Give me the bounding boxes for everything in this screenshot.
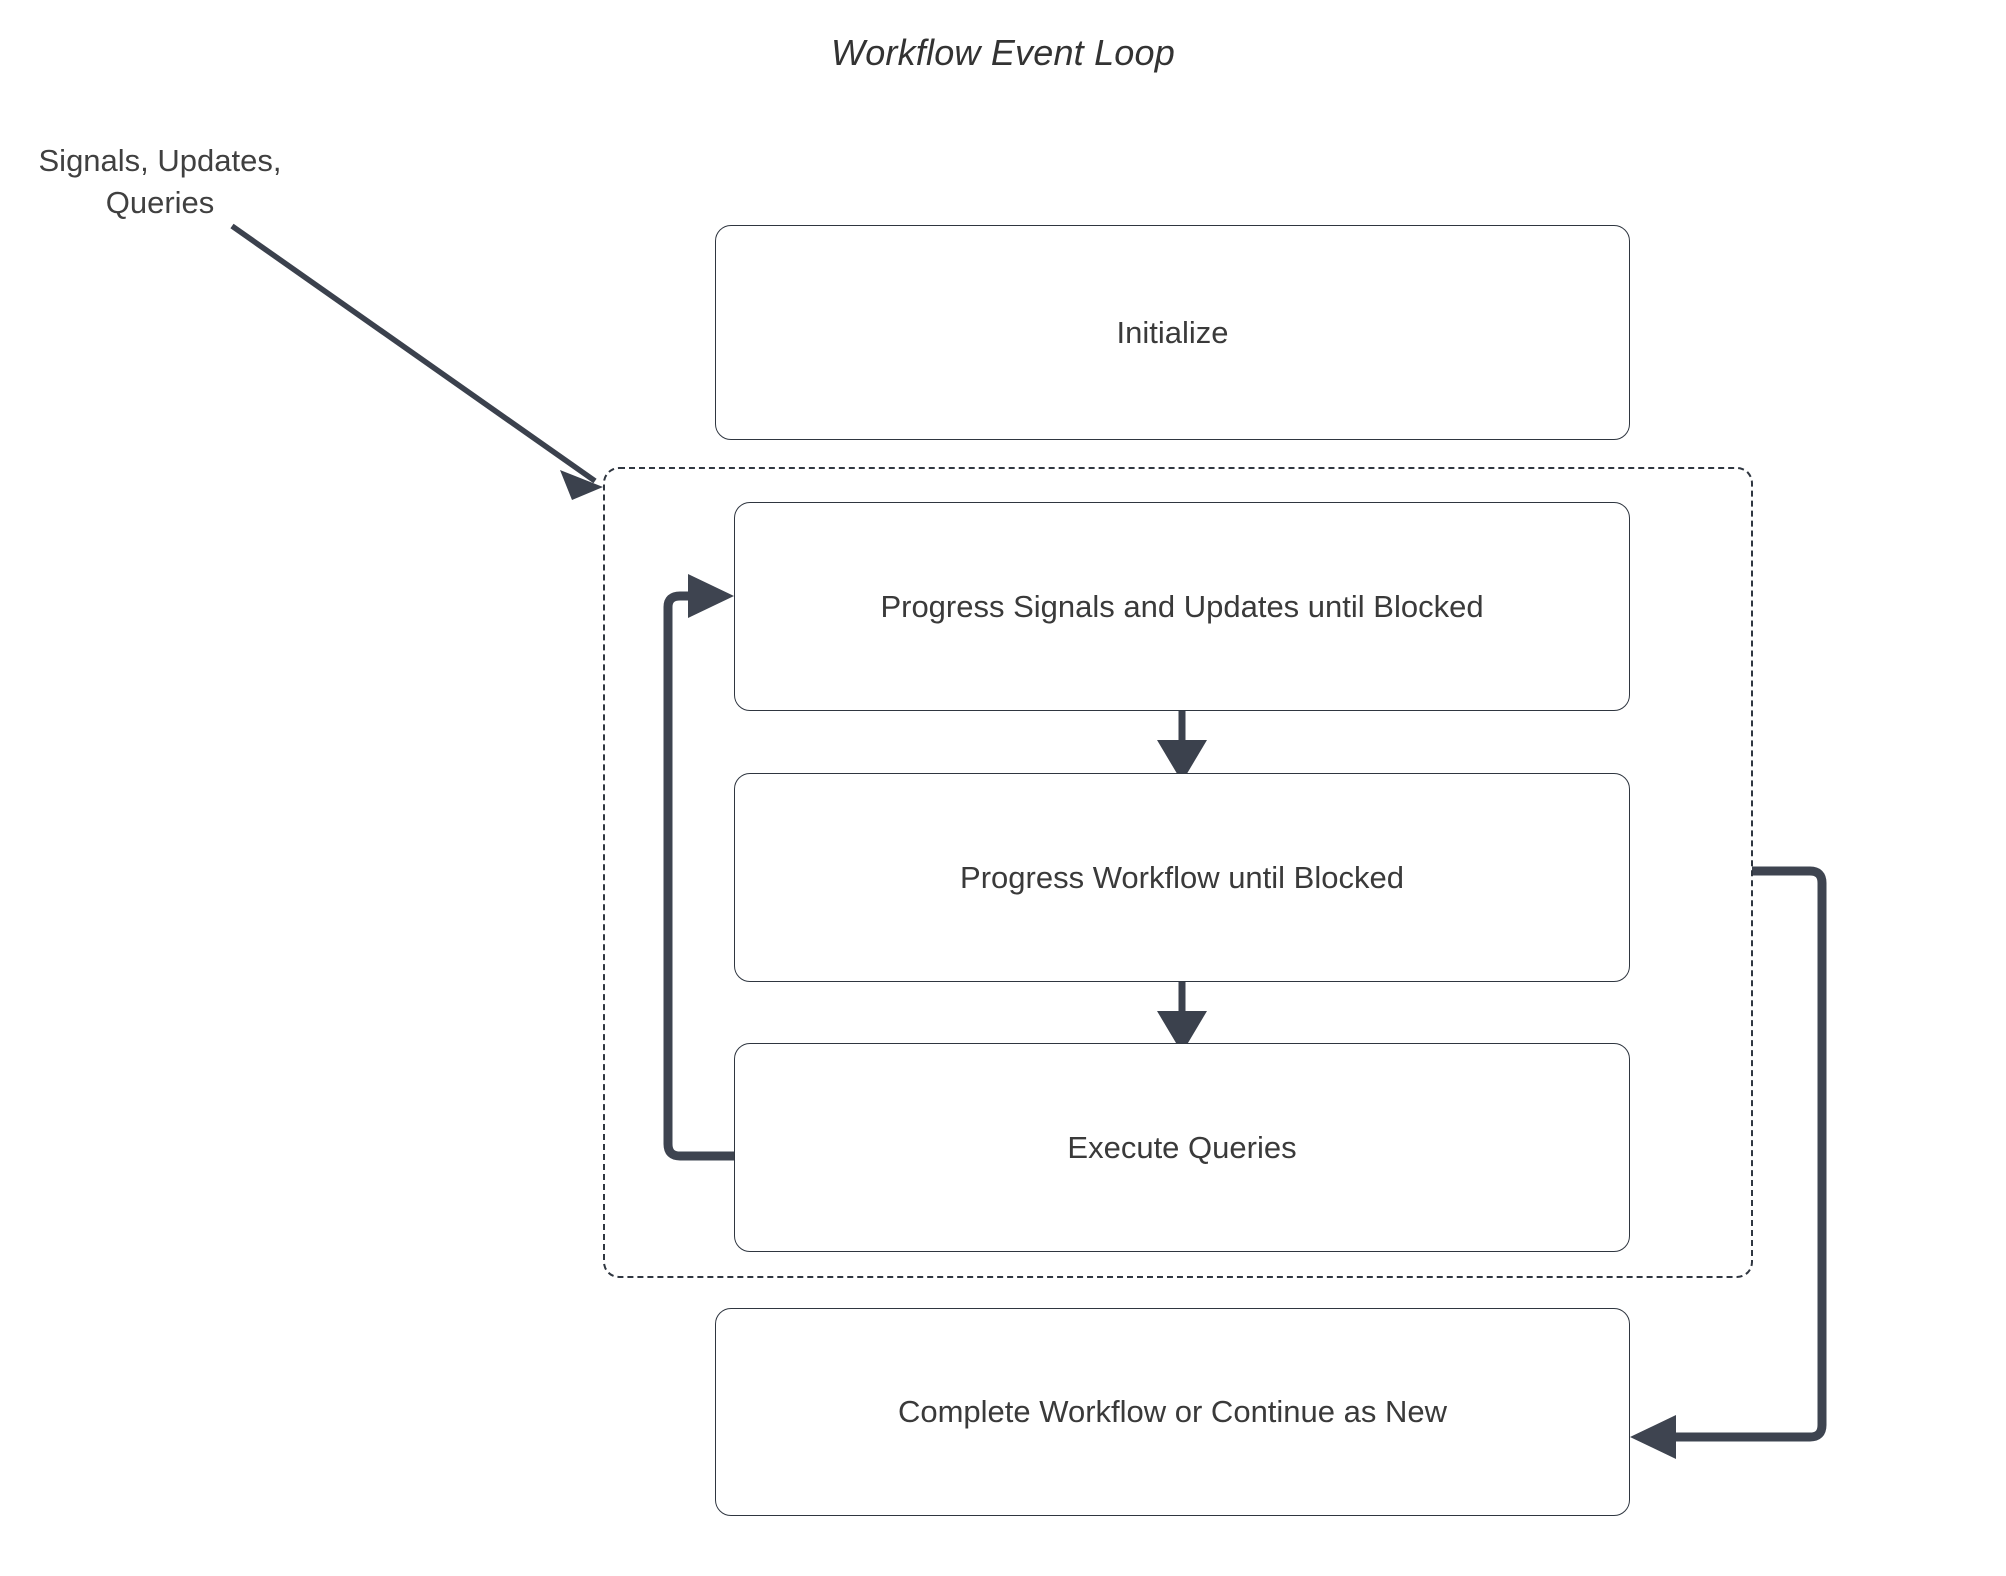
node-execute-queries[interactable]: Execute Queries	[734, 1043, 1630, 1252]
node-progress-signals-updates-label: Progress Signals and Updates until Block…	[880, 588, 1484, 624]
node-progress-workflow-label: Progress Workflow until Blocked	[960, 859, 1404, 895]
node-complete-workflow[interactable]: Complete Workflow or Continue as New	[715, 1308, 1630, 1516]
node-progress-workflow[interactable]: Progress Workflow until Blocked	[734, 773, 1630, 982]
external-input-label-line1: Signals, Updates,	[38, 143, 282, 178]
node-initialize-label: Initialize	[1116, 314, 1229, 350]
edge-external-input	[230, 223, 603, 500]
page-title: Workflow Event Loop	[831, 32, 1175, 73]
external-input-label: Signals, Updates, Queries	[20, 140, 300, 224]
node-complete-workflow-label: Complete Workflow or Continue as New	[897, 1394, 1448, 1429]
node-initialize[interactable]: Initialize	[715, 225, 1630, 440]
node-progress-signals-updates[interactable]: Progress Signals and Updates until Block…	[734, 502, 1630, 711]
node-execute-queries-label: Execute Queries	[1067, 1129, 1297, 1165]
external-input-label-line2: Queries	[105, 185, 215, 220]
event-loop-group	[603, 467, 1753, 1278]
